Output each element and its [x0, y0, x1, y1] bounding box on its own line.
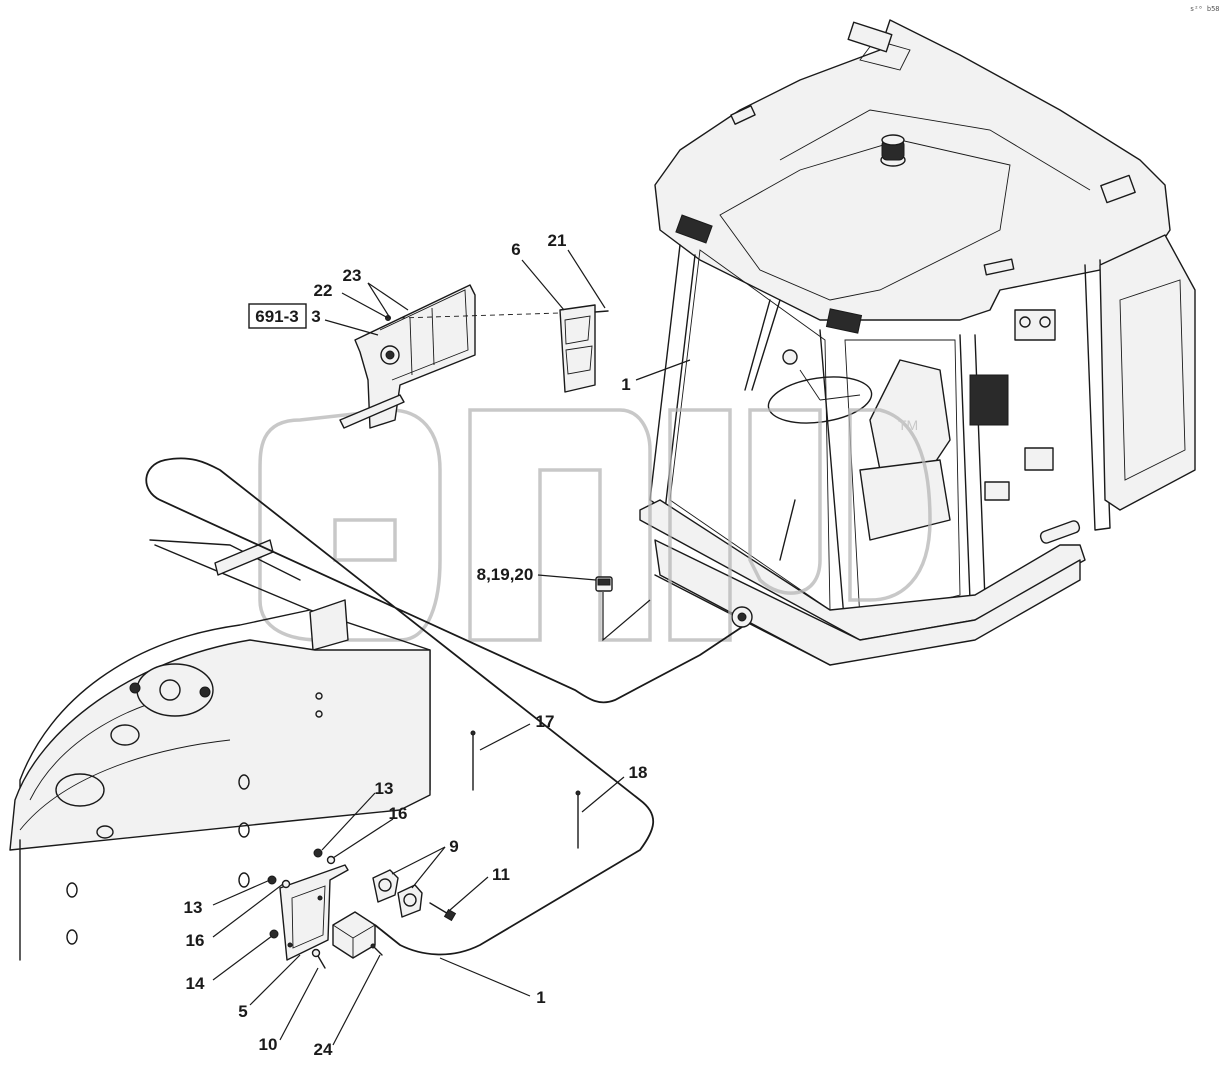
- callout-13-upper: 13: [375, 779, 394, 798]
- callout-9: 9: [449, 837, 458, 856]
- callout-17: 17: [536, 712, 555, 731]
- callout-1-lower: 1: [536, 988, 545, 1007]
- operator-cab: [639, 19, 1196, 666]
- callout-11: 11: [492, 865, 510, 884]
- callout-labels: 23 22 3 6 21 1 8,19,20 17 18 13 16 9 11 …: [184, 231, 648, 1059]
- callout-14: 14: [186, 974, 205, 993]
- cable-ties: [470, 730, 581, 849]
- callout-13-lower: 13: [184, 898, 203, 917]
- callout-16-lower: 16: [186, 931, 205, 950]
- callout-16-upper: 16: [389, 804, 408, 823]
- switch-8-19-20: [595, 576, 613, 592]
- callout-1-upper: 1: [621, 375, 630, 394]
- leader-lines: [212, 249, 691, 1046]
- device-6: [559, 304, 609, 393]
- wiring-harness: [145, 457, 743, 956]
- corner-mark: s²⁰ b58: [1190, 5, 1220, 13]
- callout-10: 10: [259, 1035, 278, 1054]
- callout-21: 21: [548, 231, 567, 250]
- callout-8-19-20: 8,19,20: [477, 565, 534, 584]
- watermark-tm: TM: [898, 417, 918, 433]
- reference-box-label: 691-3: [255, 307, 298, 326]
- callout-18: 18: [629, 763, 648, 782]
- callout-6: 6: [511, 240, 520, 259]
- mounting-plate-assembly: [267, 848, 457, 969]
- callout-5: 5: [238, 1002, 247, 1021]
- callout-3: 3: [311, 307, 320, 326]
- callout-24: 24: [314, 1040, 333, 1059]
- mounting-bracket: [339, 284, 476, 429]
- reference-box-691-3: 691-3: [248, 303, 307, 329]
- callout-23: 23: [343, 266, 362, 285]
- boom-arm: [9, 539, 431, 961]
- callout-22: 22: [314, 281, 333, 300]
